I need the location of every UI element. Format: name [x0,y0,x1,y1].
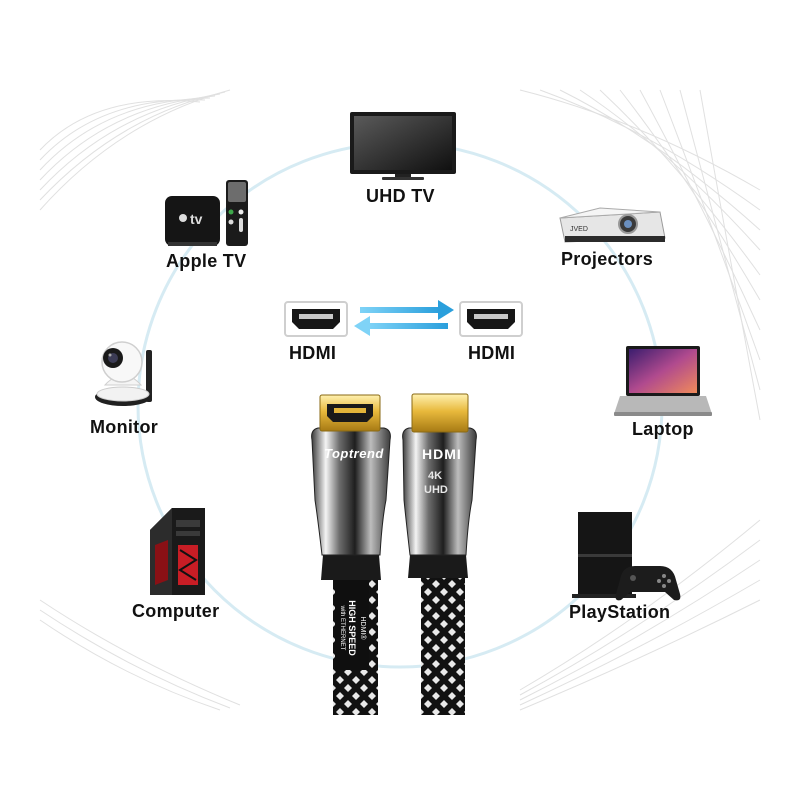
hdmi-cable-left [311,394,391,715]
projectors-label: Projectors [561,249,654,269]
hdmi-port-right-icon [459,301,523,337]
cable-sleeve-label: HDMI® HIGH SPEED with ETHERNET [337,588,367,668]
projector-brand: JVED [570,226,588,233]
monitor-label: Monitor [90,417,159,437]
cable-sleeve-line3: with ETHERNET [339,605,345,651]
computer-label: Computer [132,601,220,621]
hdmi-left-label: HDMI [289,343,337,363]
laptop-icon [614,346,712,416]
security-camera-icon [95,341,152,406]
apple-tv-icon: tv [165,180,248,246]
uhd-tv-label: UHD TV [366,186,435,206]
bidirectional-arrows-icon [354,300,454,336]
playstation-console-icon [572,512,636,598]
hdmi-port-left-icon [284,301,348,337]
apple-tv-label: Apple TV [166,251,247,271]
hdmi-cable-right [402,393,477,715]
cable-badge-uhd: UHD [424,484,448,496]
cable-logo-right: HDMI [422,446,462,462]
cable-sleeve-line2: HIGH SPEED [347,600,357,656]
cable-sleeve-line1: HDMI® [359,616,366,640]
uhd-tv-icon [350,112,456,180]
background-wave-lines [39,89,761,711]
computer-tower-icon [150,508,205,595]
apple-tv-box-mark: tv [190,211,203,227]
cable-brand-left: Toptrend [324,446,384,461]
playstation-label: PlayStation [569,602,671,622]
cable-badge-4k: 4K [428,470,443,482]
game-controller-icon [615,566,681,601]
hdmi-right-label: HDMI [468,343,516,363]
laptop-label: Laptop [632,419,694,439]
projector-icon: JVED [559,207,666,243]
